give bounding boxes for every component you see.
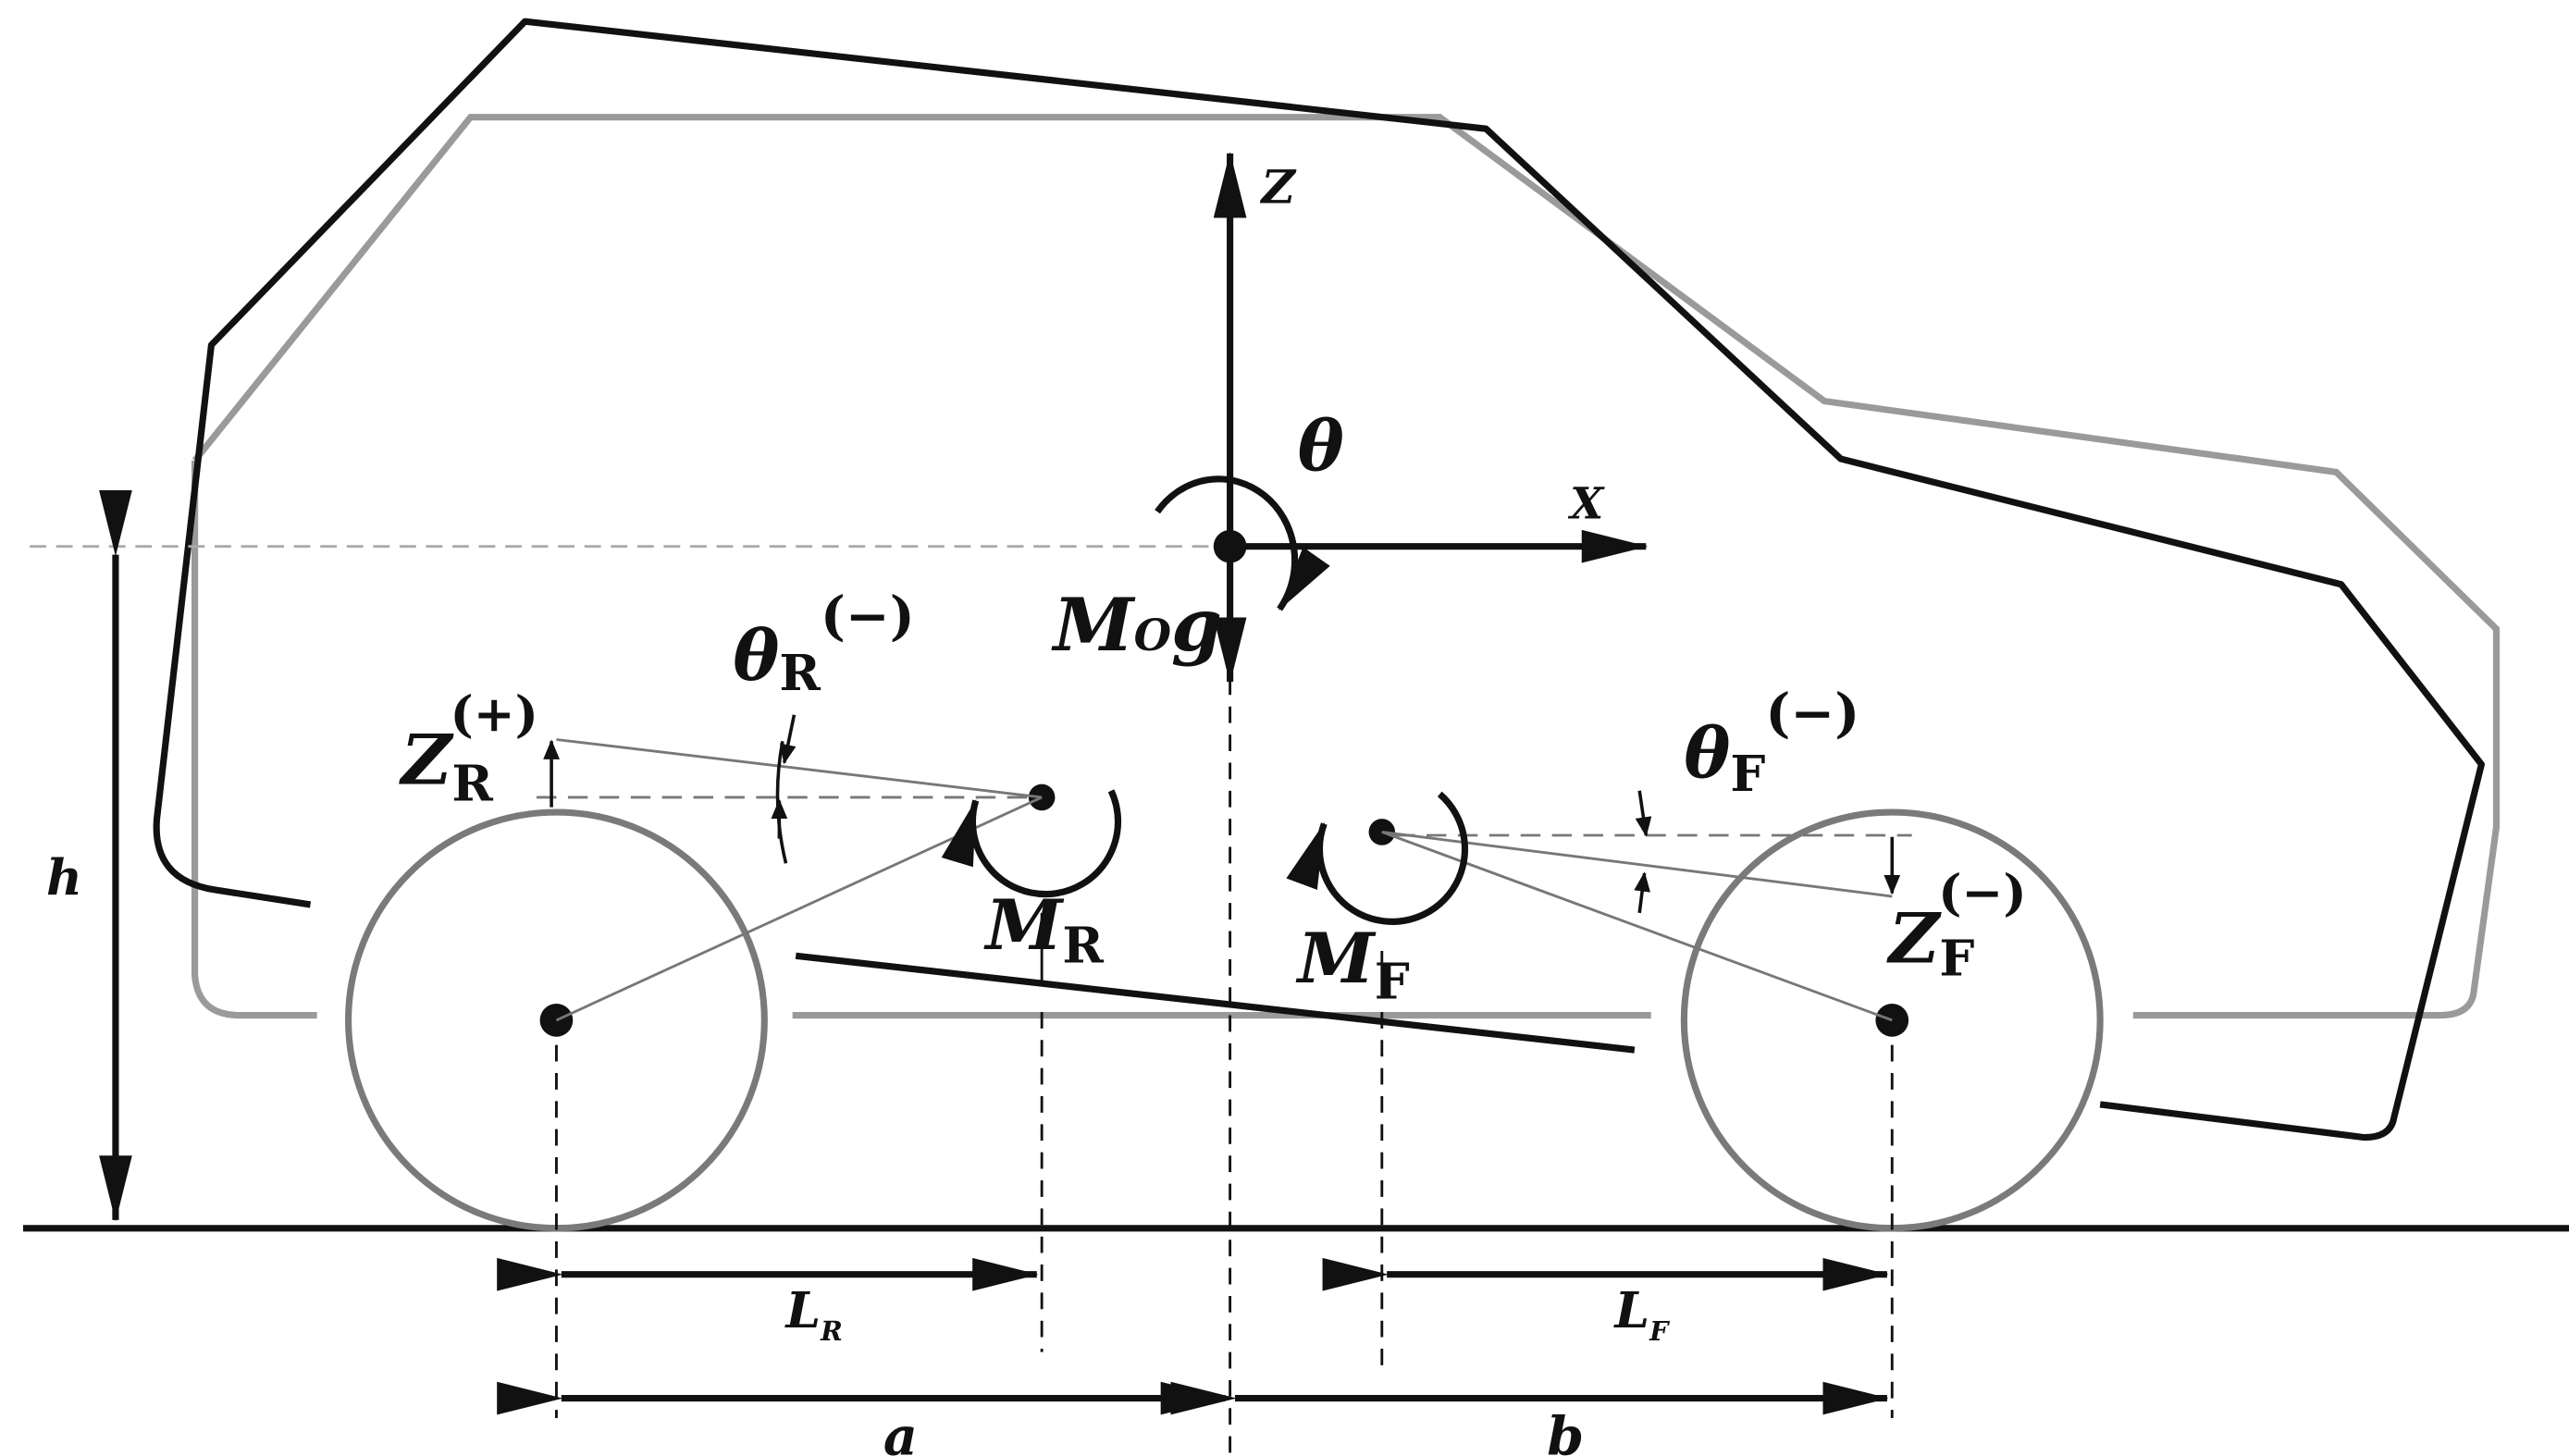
theta-f-label: θF(−) — [1684, 683, 1859, 803]
body-sill-current — [795, 952, 1636, 1054]
theta-label: θ — [1298, 406, 1344, 487]
pitch-rotation-arrow — [1155, 475, 1330, 611]
front-moment-arrow — [1286, 791, 1469, 925]
front-trailing-arm — [1381, 831, 1893, 1022]
rear-arm-pitched — [556, 738, 1043, 799]
center-of-gravity — [1213, 529, 1247, 563]
body-outline-reference-rear — [191, 460, 317, 1019]
theta-r-label: θR(−) — [733, 585, 914, 702]
l-f-label: LF — [1612, 1281, 1670, 1347]
weight-label: MOg — [1051, 582, 1222, 668]
z-axis-label: Z — [1260, 159, 1297, 214]
height-label: h — [46, 848, 82, 907]
body-outline-current — [153, 18, 2485, 1141]
a-label: a — [883, 1405, 918, 1456]
theta-r-arrow-top — [779, 714, 797, 765]
m-f-label: MF — [1295, 918, 1410, 1011]
body-outline-reference — [191, 114, 2501, 1019]
z-f-label: ZF(−) — [1886, 863, 2027, 987]
x-axis-label: X — [1567, 477, 1605, 528]
rear-moment-arrow — [941, 789, 1122, 898]
b-label: b — [1547, 1405, 1584, 1456]
rear-trailing-arm — [555, 796, 1043, 1022]
projection-lines — [555, 678, 1894, 1455]
front-arm-pitched — [1381, 831, 1893, 898]
l-r-label: LR — [784, 1281, 843, 1347]
m-r-label: MR — [982, 884, 1104, 974]
theta-f-arrow-top — [1635, 790, 1652, 837]
z-r-label: ZR(+) — [399, 685, 538, 813]
theta-f-arrow-bottom — [1634, 871, 1650, 914]
